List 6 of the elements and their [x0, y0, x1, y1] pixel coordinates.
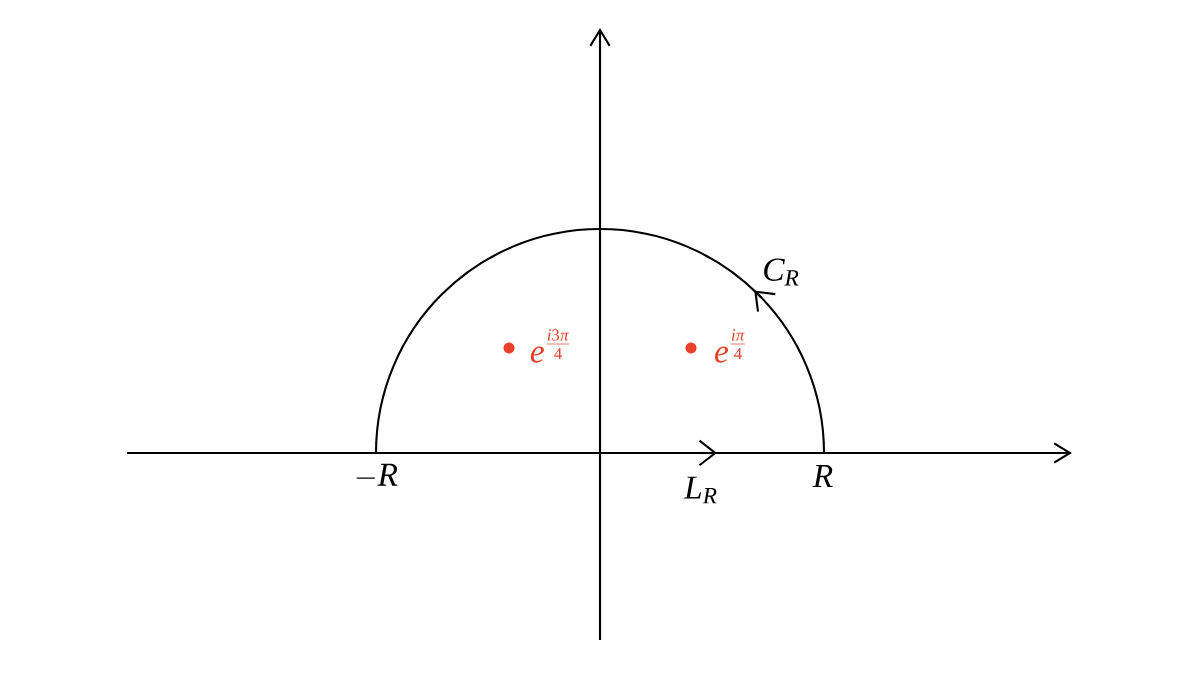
math-label: $R$	[812, 465, 833, 487]
math-label: $C_R$	[764, 258, 799, 286]
math-label: $e^{\frac{i3\pi}{4}}$	[530, 329, 570, 363]
math-label: $L_R$	[683, 476, 717, 504]
math-label: $-R$	[356, 463, 398, 486]
math-label: $e^{\frac{i\pi}{4}}$	[715, 329, 745, 363]
